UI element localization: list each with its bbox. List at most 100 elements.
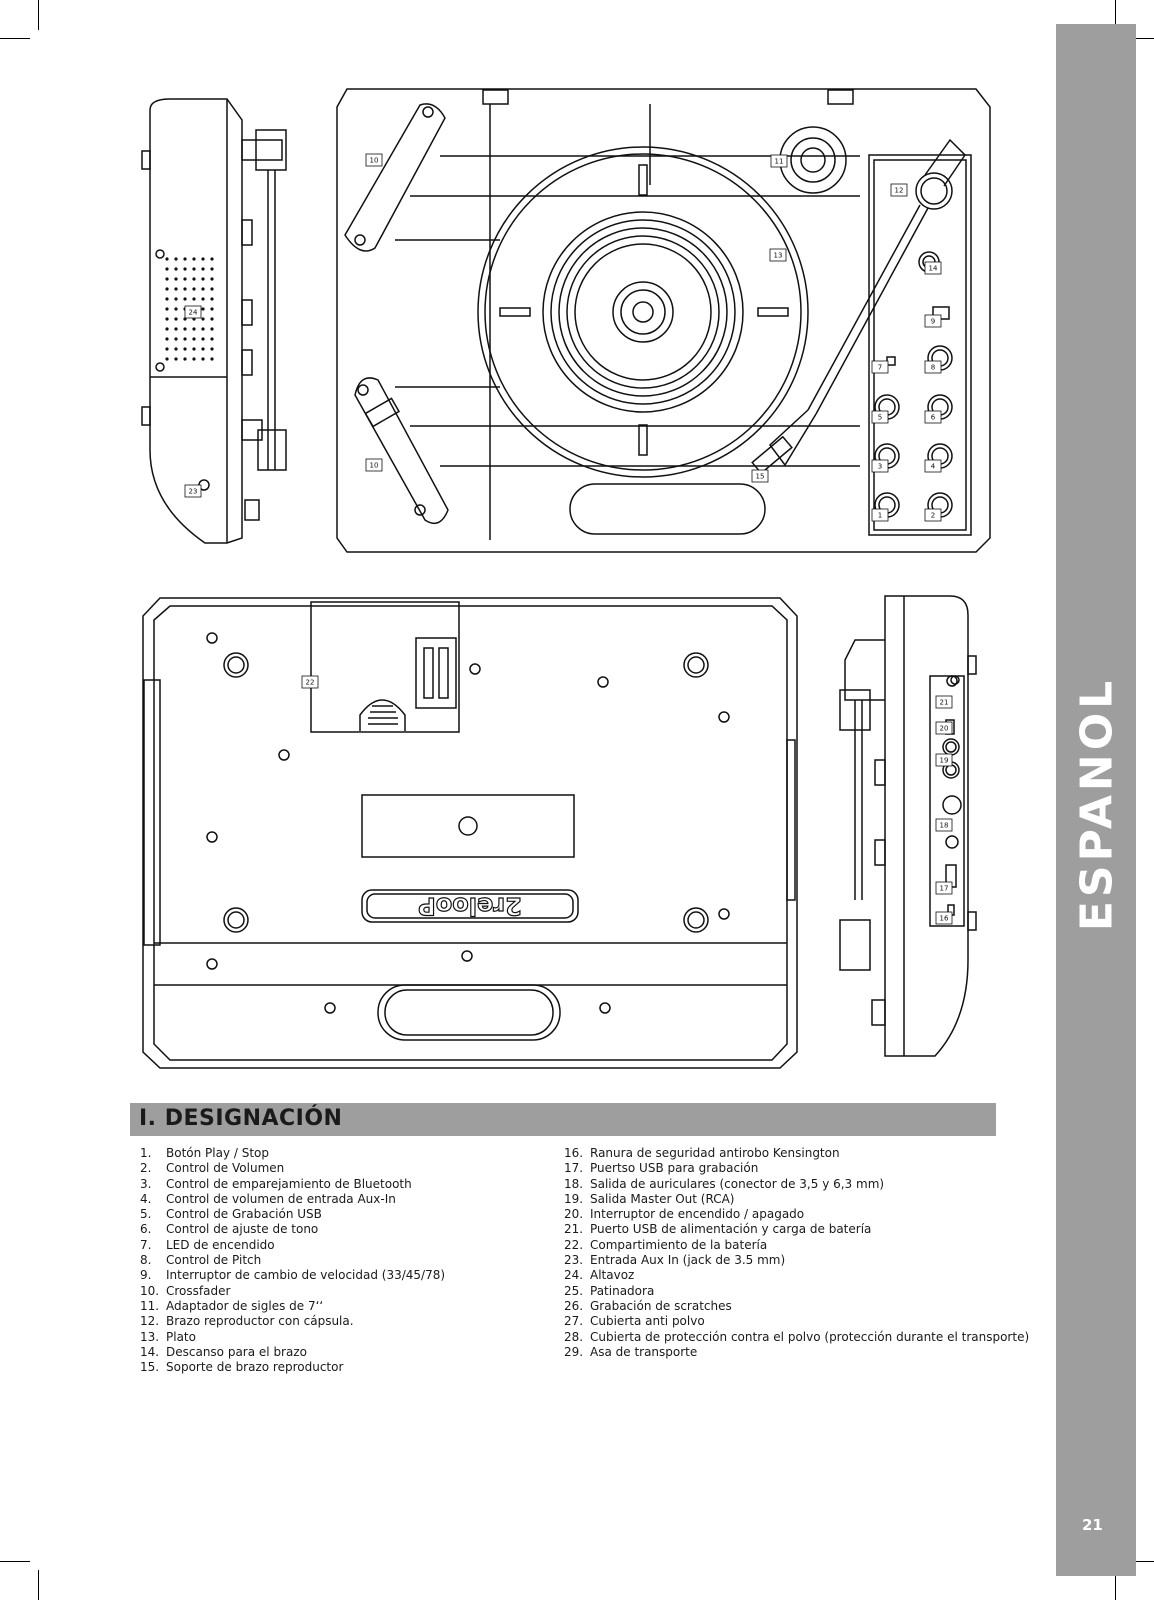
- grille-hole: [210, 317, 214, 321]
- grille-hole: [183, 287, 187, 291]
- list-item: 28.Cubierta de protección contra el polv…: [564, 1330, 1029, 1345]
- item-text: Asa de transporte: [590, 1344, 698, 1359]
- page-number: 21: [1082, 1516, 1103, 1534]
- grille-hole: [174, 277, 178, 281]
- item-text: Control de Volumen: [166, 1161, 285, 1176]
- item-number: 14.: [140, 1344, 160, 1359]
- list-item: 19.Salida Master Out (RCA): [564, 1192, 1029, 1207]
- grille-hole: [192, 347, 196, 351]
- grille-hole: [192, 297, 196, 301]
- grille-hole: [210, 327, 214, 331]
- list-item: 2.Control de Volumen: [140, 1161, 445, 1176]
- item-text: Plato: [166, 1329, 196, 1344]
- item-text: Patinadora: [590, 1283, 655, 1298]
- item-number: 17.: [564, 1161, 584, 1176]
- grille-hole: [174, 317, 178, 321]
- item-number: 18.: [564, 1176, 584, 1191]
- callout-number: 19: [940, 757, 949, 765]
- callout-number: 14: [929, 265, 938, 273]
- callout-18: 18: [935, 818, 953, 832]
- item-text: Crossfader: [166, 1283, 231, 1298]
- list-item: 25. Patinadora: [564, 1284, 1029, 1299]
- callout-10: 10: [365, 153, 383, 167]
- list-item: 18.Salida de auriculares (conector de 3,…: [564, 1177, 1029, 1192]
- grille-hole: [201, 357, 205, 361]
- grille-hole: [210, 357, 214, 361]
- callout-number: 15: [756, 473, 765, 481]
- grille-hole: [201, 267, 205, 271]
- screws: [206, 632, 958, 1014]
- callout-number: 18: [940, 822, 949, 830]
- item-text: Cubierta anti polvo: [590, 1314, 705, 1329]
- list-item: 6.Control de ajuste de tono: [140, 1222, 445, 1237]
- grille-hole: [174, 257, 178, 261]
- callout-number: 21: [940, 699, 949, 707]
- crop-mark: [38, 0, 39, 30]
- item-text: Brazo reproductor con cápsula.: [166, 1314, 354, 1329]
- callout-number: 1: [878, 512, 882, 520]
- grille-hole: [165, 277, 169, 281]
- list-item: 10.Crossfader: [140, 1284, 445, 1299]
- item-number: 24.: [564, 1268, 584, 1283]
- callout-number: 7: [878, 364, 882, 372]
- grille-hole: [165, 357, 169, 361]
- item-text: Soporte de brazo reproductor: [166, 1360, 344, 1375]
- item-number: 21.: [564, 1222, 584, 1237]
- parts-list-right: 16.Ranura de seguridad antirobo Kensingt…: [564, 1146, 1029, 1360]
- grille-hole: [183, 297, 187, 301]
- item-number: 19.: [564, 1191, 584, 1206]
- grille-hole: [192, 267, 196, 271]
- top-view: [336, 88, 991, 553]
- callout-6: 6: [924, 410, 942, 424]
- grille-hole: [201, 307, 205, 311]
- callout-21: 21: [935, 695, 953, 709]
- grille-hole: [192, 257, 196, 261]
- item-number: 25.: [564, 1283, 584, 1298]
- grille-hole: [174, 297, 178, 301]
- grille-hole: [183, 347, 187, 351]
- language-label: ESPANOL: [1071, 676, 1123, 932]
- item-text: Ranura de seguridad antirobo Kensington: [590, 1146, 840, 1160]
- callout-15: 15: [751, 469, 769, 483]
- svg-text:2relooP: 2relooP: [418, 892, 522, 920]
- callout-3: 3: [871, 459, 889, 473]
- callout-number: 24: [189, 309, 198, 317]
- speaker-grille: [165, 257, 214, 361]
- item-number: 9.: [140, 1268, 152, 1283]
- callout-7: 7: [871, 360, 889, 374]
- callout-14: 14: [924, 261, 942, 275]
- item-text: Entrada Aux In (jack de 3.5 mm): [590, 1253, 786, 1268]
- callout-number: 2: [931, 512, 935, 520]
- grille-hole: [192, 287, 196, 291]
- side-view-right: [839, 595, 977, 1057]
- item-text: Control de Pitch: [166, 1253, 262, 1268]
- item-text: Adaptador de sigles de 7‘‘: [166, 1298, 324, 1313]
- relooop-logo: 2relooP: [418, 891, 523, 920]
- grille-hole: [165, 297, 169, 301]
- item-number: 4.: [140, 1191, 152, 1206]
- callout-13: 13: [769, 248, 787, 262]
- grille-hole: [183, 257, 187, 261]
- grille-hole: [210, 257, 214, 261]
- list-item: 12.Brazo reproductor con cápsula.: [140, 1314, 445, 1329]
- grille-hole: [201, 327, 205, 331]
- item-number: 27.: [564, 1314, 584, 1329]
- callout-number: 13: [774, 252, 783, 260]
- grille-hole: [183, 337, 187, 341]
- callout-number: 17: [940, 885, 949, 893]
- item-text: LED de encendido: [166, 1237, 275, 1252]
- callout-number: 8: [931, 364, 935, 372]
- list-item: 29.Asa de transporte: [564, 1345, 1029, 1360]
- bottom-view: [142, 597, 958, 1069]
- section-header: I. DESIGNACIÓN: [130, 1103, 996, 1136]
- item-text: Grabación de scratches: [590, 1298, 732, 1313]
- item-text: Control de Grabación USB: [166, 1207, 322, 1222]
- grille-hole: [174, 347, 178, 351]
- callout-number: 6: [931, 414, 936, 422]
- grille-hole: [210, 307, 214, 311]
- item-text: Altavoz: [590, 1268, 635, 1283]
- list-item: 26.Grabación de scratches: [564, 1299, 1029, 1314]
- turntable-diagram: 1234567891112131415161718192021222324101…: [141, 88, 991, 1069]
- crop-mark: [0, 38, 30, 39]
- grille-hole: [192, 357, 196, 361]
